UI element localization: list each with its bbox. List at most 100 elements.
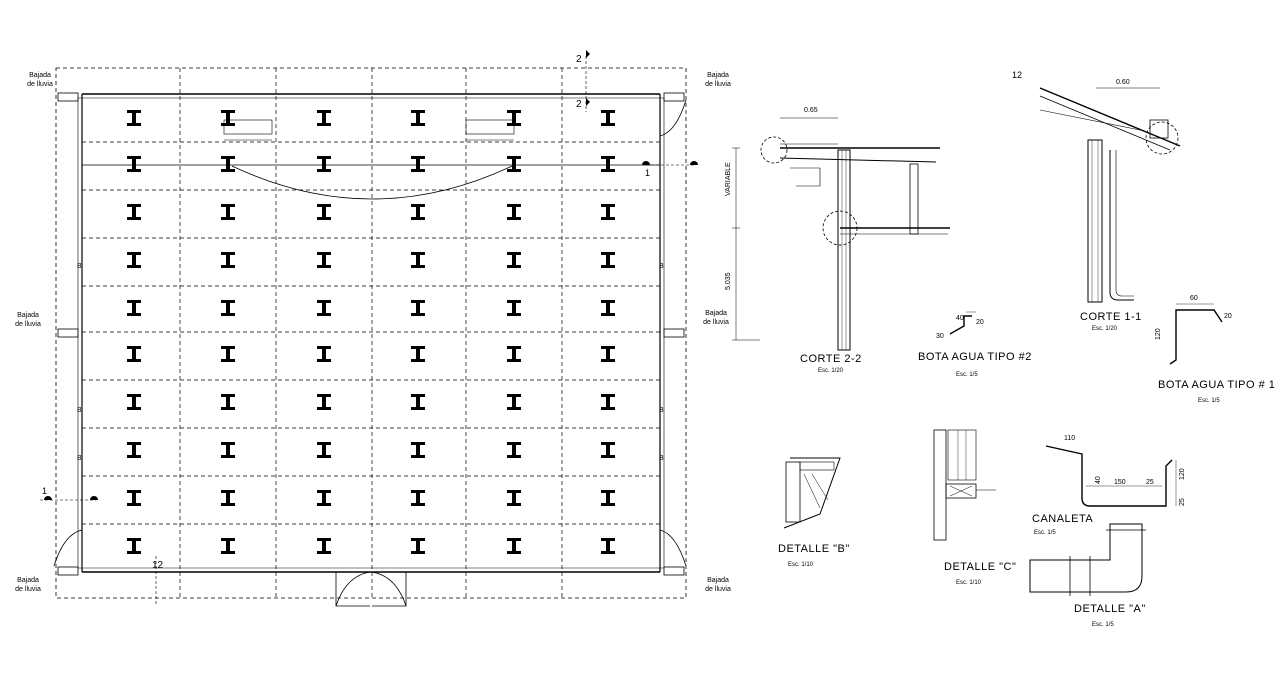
detalle-a-title: DETALLE "A" — [1074, 603, 1146, 615]
column-symbol-part — [411, 538, 425, 541]
column-symbol-part — [416, 445, 420, 455]
column-symbol-part — [601, 442, 615, 445]
column-symbol-part — [601, 156, 615, 159]
column-symbol-part — [226, 493, 230, 503]
column-symbol-part — [411, 313, 425, 316]
column-symbols — [127, 110, 615, 554]
column-symbol-part — [411, 204, 425, 207]
downpipe-label-mr-2: de lluvia — [703, 319, 729, 326]
column-symbol-part — [507, 407, 521, 410]
column-symbol — [221, 156, 235, 172]
downpipe-label-tr: Bajada — [707, 72, 729, 79]
column-symbol — [317, 252, 331, 268]
bota-agua-1-dim-a: 60 — [1190, 295, 1198, 302]
column-symbol-part — [507, 442, 521, 445]
column-symbol-part — [606, 159, 610, 169]
column-letter: B — [77, 407, 82, 414]
downpipe-label-ml-2: de lluvia — [15, 321, 41, 328]
column-symbol-part — [507, 265, 521, 268]
column-symbol-part — [601, 265, 615, 268]
column-symbol-part — [127, 455, 141, 458]
section-mark-2-bottom: 2 — [576, 99, 582, 110]
column-symbol — [221, 300, 235, 316]
bota-agua-1-detail — [1169, 303, 1223, 365]
column-symbol-part — [507, 551, 521, 554]
column-symbol — [601, 346, 615, 362]
column-symbol — [507, 300, 521, 316]
detalle-c-detail — [933, 429, 996, 541]
column-symbol-part — [221, 110, 235, 113]
column-symbol-part — [317, 455, 331, 458]
column-symbol-part — [317, 394, 331, 397]
column-symbol-part — [416, 397, 420, 407]
column-symbol-part — [226, 397, 230, 407]
column-symbol-part — [601, 110, 615, 113]
column-symbol-part — [127, 156, 141, 159]
canaleta-dim-b: 150 — [1114, 479, 1126, 486]
column-symbol — [317, 442, 331, 458]
bota-agua-1-dim-b: 120 — [1155, 328, 1162, 340]
column-symbol — [411, 442, 425, 458]
column-symbol-part — [221, 300, 235, 303]
section-mark-1-left: 1 — [42, 486, 47, 496]
canaleta-dim-e: 120 — [1179, 468, 1186, 480]
column-symbol — [507, 252, 521, 268]
column-symbol-part — [411, 217, 425, 220]
column-symbol-part — [317, 169, 331, 172]
column-symbol — [317, 538, 331, 554]
column-symbol-part — [512, 445, 516, 455]
canaleta-dim-f: 25 — [1179, 498, 1186, 506]
column-symbol-part — [322, 397, 326, 407]
column-symbol — [221, 394, 235, 410]
section-arrow-1 — [44, 161, 698, 500]
column-symbol-part — [221, 490, 235, 493]
column-symbol-part — [601, 300, 615, 303]
column-symbol-part — [411, 503, 425, 506]
column-symbol — [411, 300, 425, 316]
column-symbol — [317, 110, 331, 126]
section-mark-1-right: 1 — [645, 168, 650, 178]
column-symbol — [601, 538, 615, 554]
column-symbol-part — [411, 490, 425, 493]
column-symbol-part — [416, 303, 420, 313]
column-symbol-part — [512, 349, 516, 359]
column-symbol — [411, 252, 425, 268]
column-symbol-part — [221, 169, 235, 172]
column-symbol-part — [411, 110, 425, 113]
column-symbol-part — [127, 110, 141, 113]
column-symbol — [127, 394, 141, 410]
column-letter: B — [659, 407, 664, 414]
column-symbol-part — [411, 359, 425, 362]
detalle-b-detail — [783, 457, 841, 529]
corte-2-2-dim-top: 0.65 — [804, 107, 818, 114]
column-symbol — [127, 490, 141, 506]
column-symbol-part — [317, 110, 331, 113]
column-symbol — [507, 110, 521, 126]
column-symbol-part — [221, 346, 235, 349]
bota-agua-2-dim-a: 40 — [956, 315, 964, 322]
column-symbol-part — [221, 538, 235, 541]
column-symbol-part — [512, 303, 516, 313]
column-symbol — [221, 252, 235, 268]
column-symbol — [317, 346, 331, 362]
column-symbol-part — [411, 455, 425, 458]
corte-2-2-dim-variable: VARIABLE — [725, 162, 732, 196]
column-symbol-part — [226, 349, 230, 359]
column-symbol-part — [221, 551, 235, 554]
column-symbol-part — [317, 346, 331, 349]
canaleta-scale: Esc. 1/5 — [1034, 530, 1056, 536]
column-symbol-part — [411, 123, 425, 126]
column-symbol — [221, 204, 235, 220]
column-symbol — [507, 538, 521, 554]
downpipe-label-ml: Bajada — [17, 312, 39, 319]
column-symbol-part — [601, 503, 615, 506]
column-symbol — [317, 490, 331, 506]
column-symbol-part — [322, 349, 326, 359]
column-letter: B — [77, 455, 82, 462]
column-symbol-part — [132, 159, 136, 169]
column-symbol — [127, 204, 141, 220]
column-symbol-part — [512, 255, 516, 265]
column-symbol-part — [512, 493, 516, 503]
column-symbol-part — [606, 207, 610, 217]
corte-2-2-dim-height: 5.035 — [725, 272, 732, 290]
